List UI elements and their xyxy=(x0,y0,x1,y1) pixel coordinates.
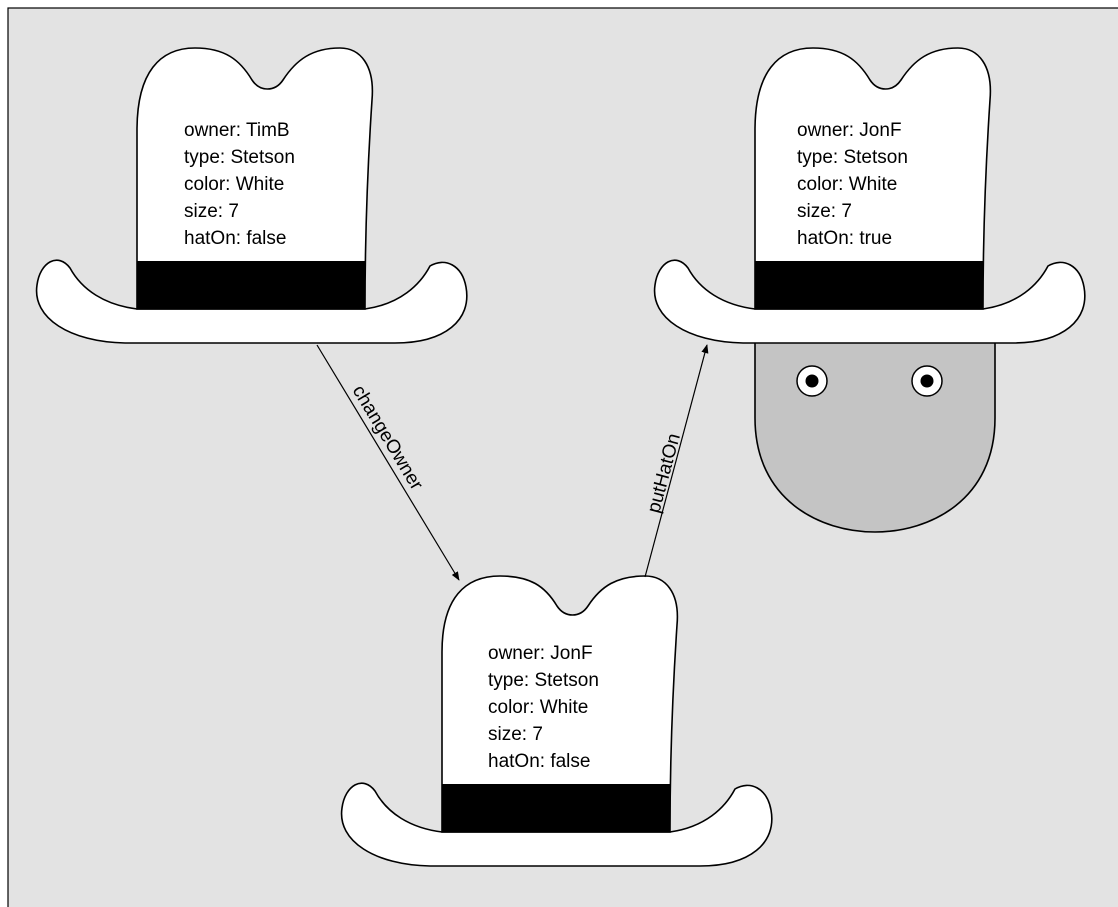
right-pupil xyxy=(920,374,934,388)
hat-property-haton: hatOn: false xyxy=(184,228,286,249)
hat-band xyxy=(442,784,670,832)
hat-brim xyxy=(653,259,1086,344)
face xyxy=(754,339,996,533)
hat-property-color: color: White xyxy=(797,174,897,195)
hat-jonf: owner: JonF type: Stetson color: White s… xyxy=(340,575,773,867)
edge-put-hat-on-arrow xyxy=(644,344,709,578)
hat-brim xyxy=(340,782,773,867)
hat-property-size: size: 7 xyxy=(184,201,239,222)
hat-property-size: size: 7 xyxy=(797,201,852,222)
hat-property-haton: hatOn: false xyxy=(488,751,590,772)
hat-property-owner: owner: JonF xyxy=(488,643,593,664)
hat-crown xyxy=(441,575,679,833)
hat-property-owner: owner: JonF xyxy=(797,120,902,141)
hat-crown xyxy=(136,47,374,310)
hat-property-size: size: 7 xyxy=(488,724,543,745)
hat-property-type: type: Stetson xyxy=(488,670,599,691)
hat-jonf-worn: owner: JonF type: Stetson color: White s… xyxy=(653,47,1086,344)
edge-change-owner-arrow xyxy=(316,344,460,581)
hat-brim xyxy=(35,259,468,344)
hat-property-haton: hatOn: true xyxy=(797,228,892,249)
hat-property-color: color: White xyxy=(184,174,284,195)
hat-timb: owner: TimB type: Stetson color: White s… xyxy=(35,47,468,344)
hat-property-color: color: White xyxy=(488,697,588,718)
left-pupil xyxy=(805,374,819,388)
hat-property-type: type: Stetson xyxy=(184,147,295,168)
hat-property-owner: owner: TimB xyxy=(184,120,290,141)
hat-property-type: type: Stetson xyxy=(797,147,908,168)
hat-band xyxy=(137,261,365,309)
hat-crown xyxy=(754,47,992,310)
hat-band xyxy=(755,261,983,309)
